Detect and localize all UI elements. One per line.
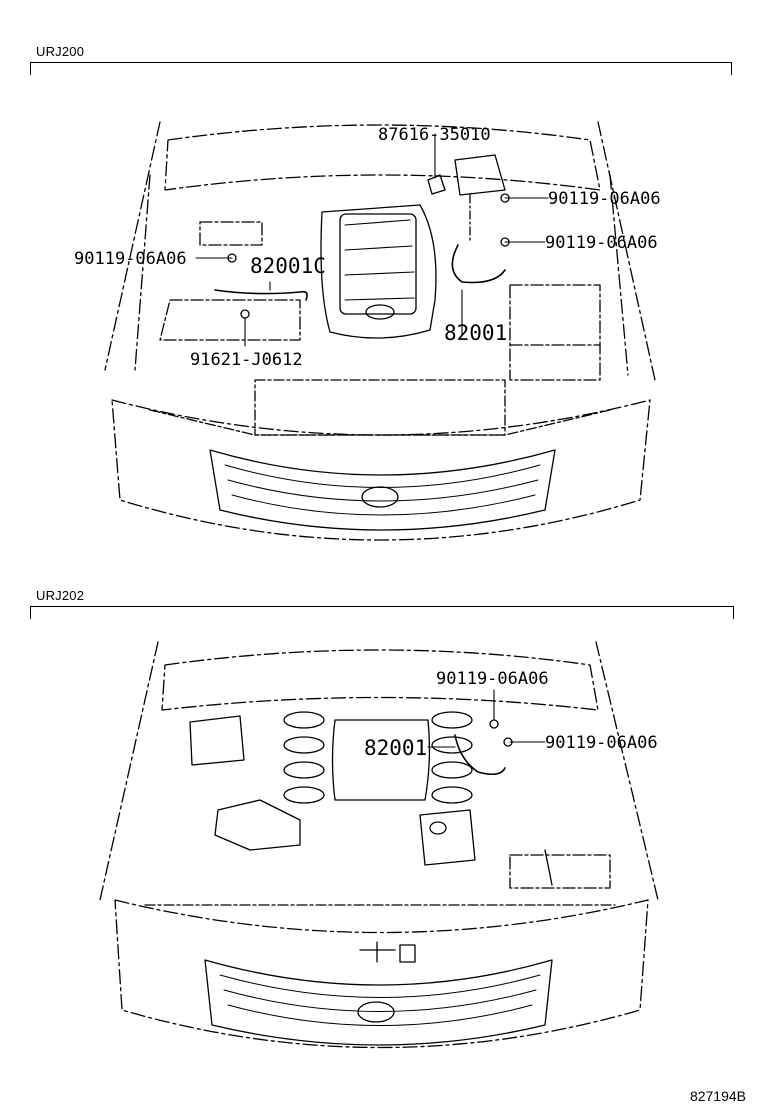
section-label-urj202: URJ202	[36, 588, 85, 603]
emblem	[361, 486, 399, 508]
engine-cover	[320, 204, 437, 339]
grille-urj202	[204, 959, 553, 1046]
callout-90119-06a06-lower-right: 90119-06A06	[545, 233, 658, 253]
grille	[209, 449, 556, 531]
callout-82001-urj202: 82001	[364, 736, 428, 760]
hood-inner	[164, 124, 601, 191]
section-bracket-urj202	[30, 606, 734, 619]
section-bracket-urj200	[30, 62, 732, 75]
callout-87616-35010: 87616-35010	[378, 125, 491, 145]
callout-82001c: 82001C	[250, 254, 326, 278]
bumper	[111, 399, 651, 541]
callout-91621-j0612: 91621-J0612	[190, 350, 303, 370]
callout-90119-06a06-left: 90119-06A06	[74, 249, 187, 269]
drawing-code: 827194B	[689, 1088, 746, 1104]
callout-90119-06a06-right: 90119-06A06	[545, 733, 658, 753]
callout-82001-right: 82001	[444, 321, 508, 345]
hood-outline	[104, 121, 656, 381]
emblem-urj202	[357, 1001, 395, 1023]
section-label-urj200: URJ200	[36, 44, 85, 59]
callout-90119-06a06-upper-right: 90119-06A06	[548, 189, 661, 209]
engine-cover-urj202	[331, 719, 431, 801]
callout-90119-06a06-top: 90119-06A06	[436, 669, 549, 689]
